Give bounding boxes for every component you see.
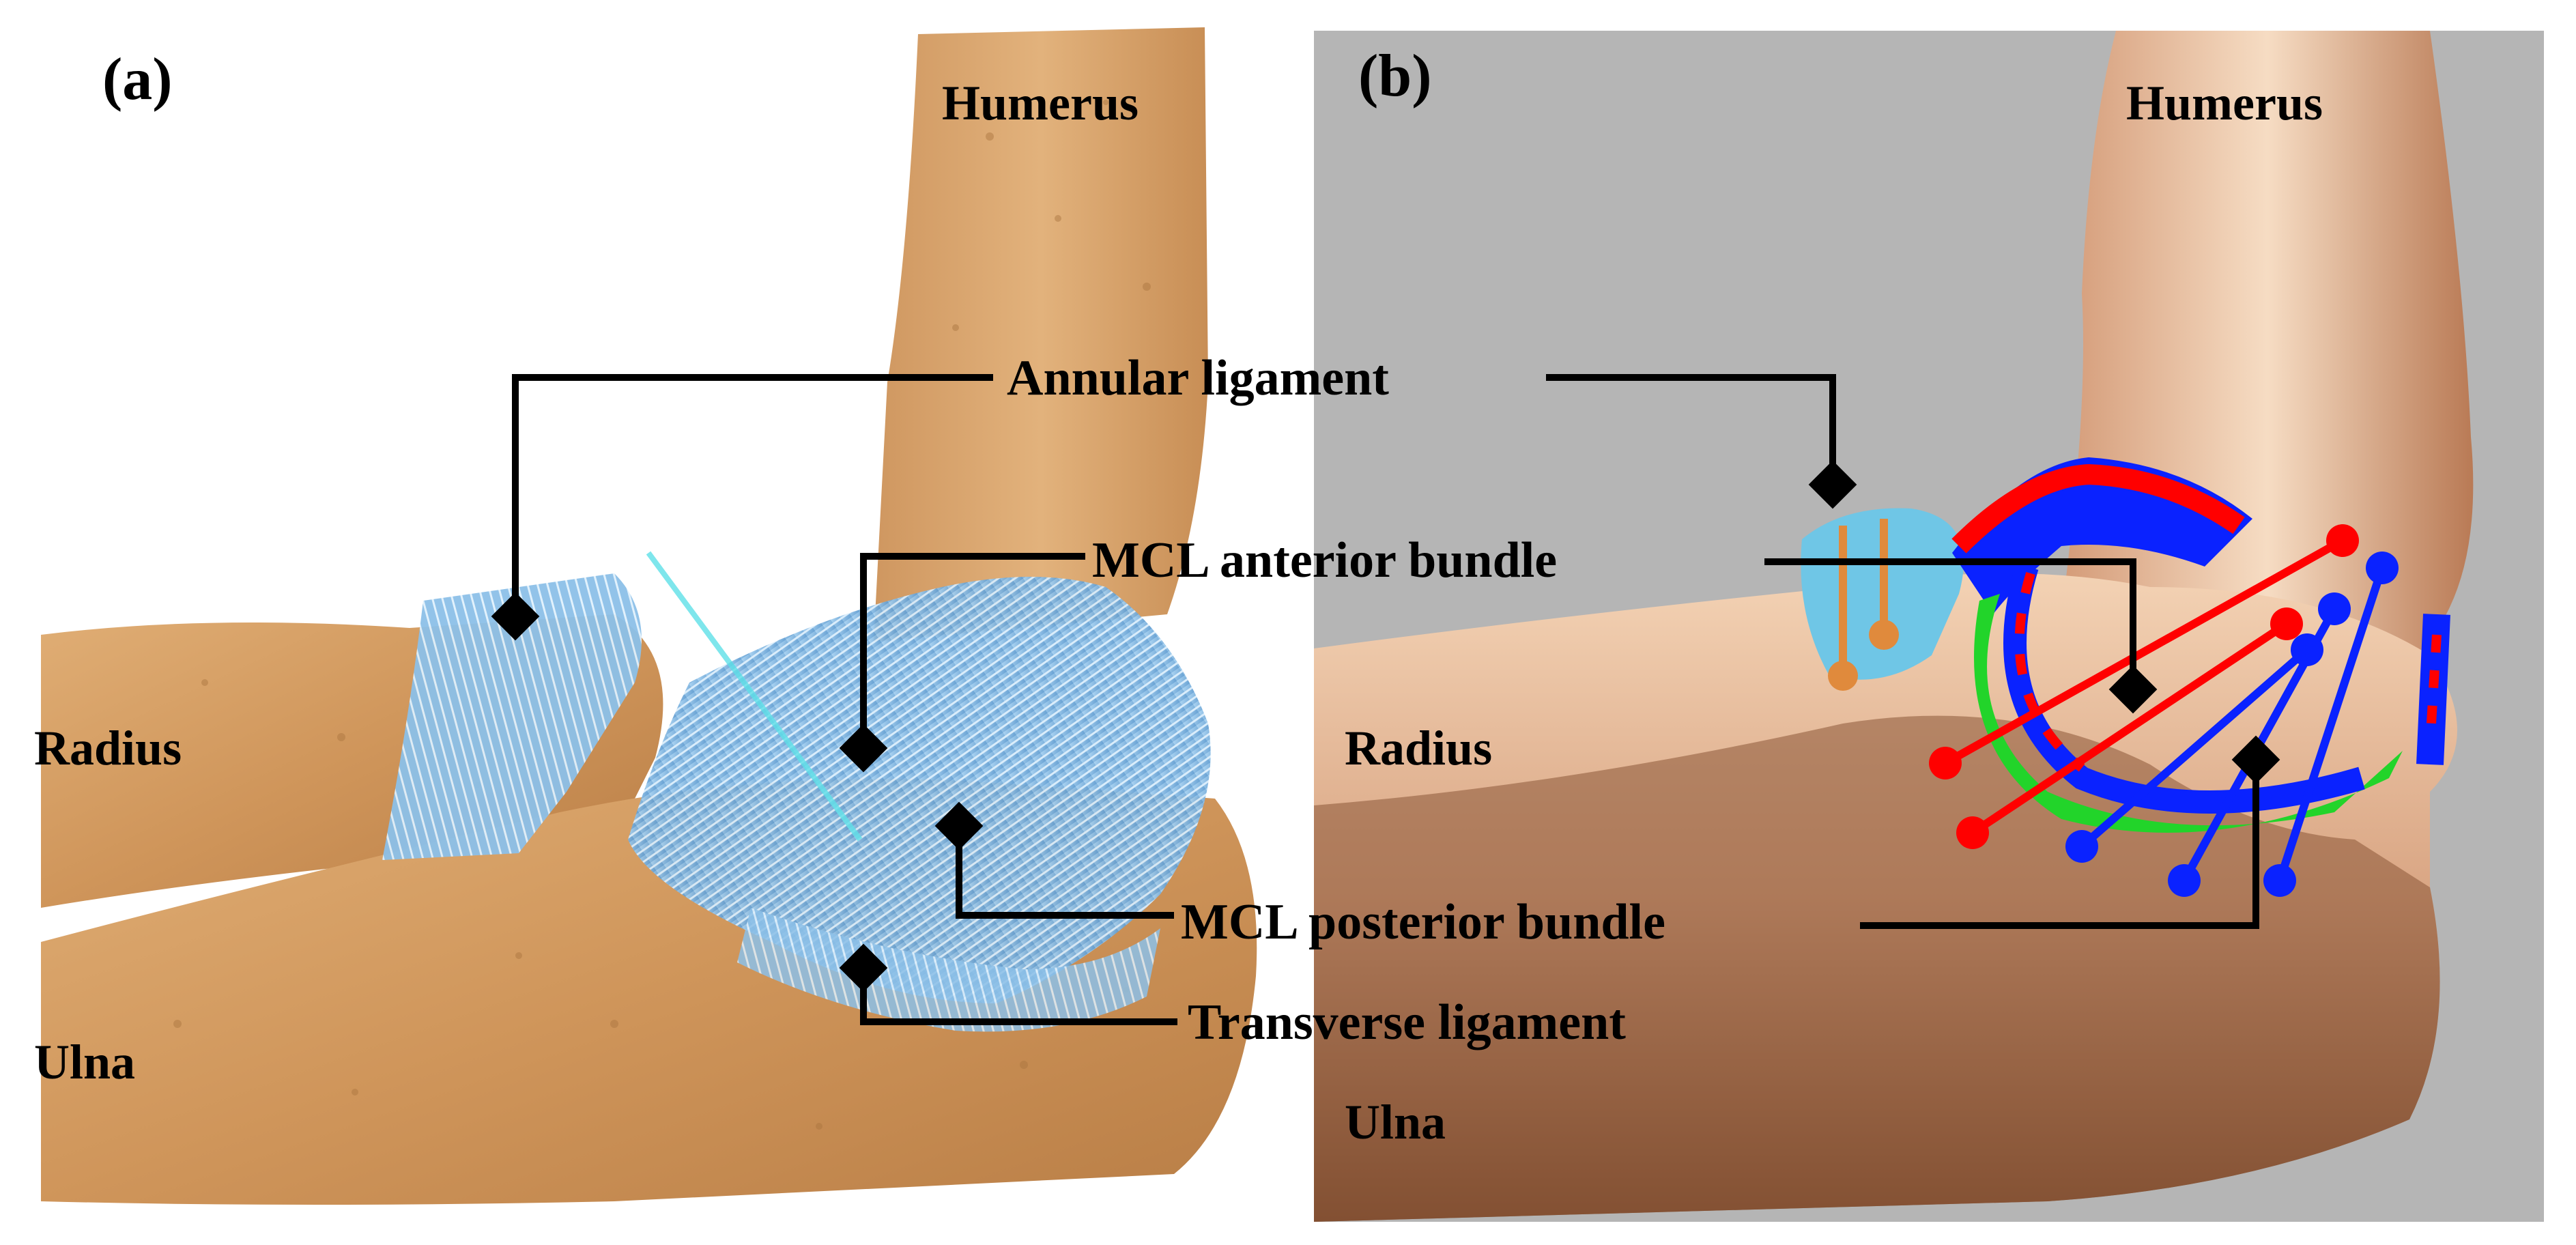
ulna-label-b: Ulna: [1345, 1095, 1446, 1149]
humerus-bone-illustration: [874, 27, 1208, 642]
panel-b: (b) Humerus Radius Ulna: [1314, 31, 2544, 1222]
panel-tag-b: (b): [1358, 43, 1432, 109]
transverse-ligament-illustration: [737, 908, 1160, 1032]
transverse-ligament-label: Transverse ligament: [1188, 994, 1626, 1050]
leader-lines-b: [1546, 374, 2259, 929]
annular-fibers-model: [1839, 519, 1888, 676]
mcl-anterior-label: MCL anterior bundle: [1092, 532, 1557, 588]
annular-ligament-illustration: [382, 573, 642, 860]
panel-tag-a: (a): [102, 46, 173, 113]
ulna-label-a: Ulna: [34, 1035, 135, 1089]
mcl-ligaments-illustration: [628, 577, 1211, 1003]
radius-label-a: Radius: [34, 721, 182, 775]
leader-markers-a: [491, 592, 984, 992]
mcl-posterior-label: MCL posterior bundle: [1181, 894, 1665, 950]
mcl-anterior-marker-a: [839, 724, 888, 773]
ulna-shadow-model: [1314, 715, 2440, 1222]
annular-marker-a: [491, 592, 540, 641]
annular-fiber-endpoints: [1828, 620, 1899, 691]
ligament-labels: Annular ligament MCL anterior bundle MCL…: [1007, 350, 1665, 1050]
annular-ligament-label: Annular ligament: [1007, 350, 1389, 406]
humerus-label-a: Humerus: [942, 76, 1139, 130]
radius-label-b: Radius: [1345, 721, 1492, 775]
panel-a: (a) Humerus Radius Ulna: [34, 27, 1257, 1205]
red-fiber-endpoints: [1929, 524, 2359, 849]
blue-fiber-endpoints: [2065, 552, 2399, 897]
mcl-posterior-marker-a: [934, 801, 984, 850]
mcl-posterior-marker-b: [2231, 735, 2280, 784]
humerus-label-b: Humerus: [2126, 76, 2323, 130]
bone-texture: [173, 100, 1151, 1130]
transverse-marker-a: [839, 943, 888, 992]
red-fibers-model: [1943, 536, 2345, 836]
